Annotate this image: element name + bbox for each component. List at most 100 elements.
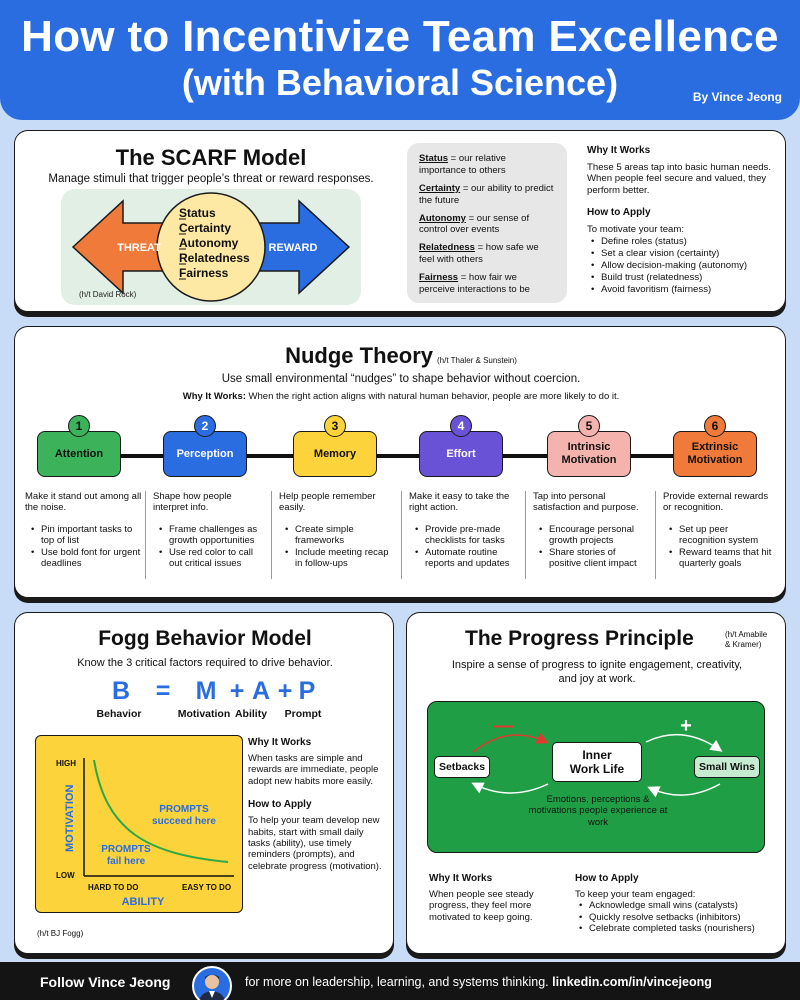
fogg-subtitle: Know the 3 critical factors required to … [77,657,333,669]
fogg-title: Fogg Behavior Model [98,627,312,650]
scarf-why-heading: Why It Works [587,145,651,156]
byline: By Vince Jeong [692,90,782,104]
step-number-4: 4 [450,415,472,437]
inner-work-life-box: Inner Work Life [552,742,642,782]
fogg-y-title: MOTIVATION [64,785,76,852]
scarf-apply-list: Define roles (status) Set a clear vision… [587,236,782,296]
nudge-step-list: Create simple frameworksInclude meeting … [279,524,391,570]
fogg-y-low: LOW [56,871,75,880]
linkedin-link[interactable]: linkedin.com/in/vincejeong [552,975,712,989]
scarf-diagram: THREAT REWARD Status Certainty Autonomy … [61,189,361,305]
nudge-step-box: Effort [419,431,503,477]
list-item: Frame challenges as growth opportunities [153,524,265,547]
nudge-why: Why It Works: When the right action alig… [182,391,620,402]
fogg-y-high: HIGH [56,759,76,768]
scarf-word-status: Status [179,206,216,220]
list-item: Pin important tasks to top of list [25,524,143,547]
fogg-fail-line2: fail here [107,856,146,867]
list-item: Acknowledge small wins (catalysts) [575,900,780,912]
nudge-step-list: Encourage personal growth projectsShare … [533,524,645,570]
fogg-x-title: ABILITY [122,896,165,908]
fogg-credit: (h/t BJ Fogg) [37,929,84,938]
person-icon [199,974,225,1000]
progress-why-text: When people see steady progress, they fe… [429,889,534,923]
progress-card: The Progress Principle (h/t Amabile & Kr… [406,612,786,954]
nudge-step-description: Make it easy to take the right action. [409,491,510,514]
fogg-success-line2: succeed here [152,816,216,827]
list-item: Avoid favoritism (fairness) [587,284,782,296]
footer-text: for more on leadership, learning, and sy… [245,975,712,989]
step-number-5: 5 [578,415,600,437]
eq-label-prompt: Prompt [284,708,322,720]
list-item: Share stories of positive client impact [533,547,645,570]
nudge-timeline [55,454,755,458]
small-wins-box: Small Wins [694,756,760,778]
page-title: How to Incentivize Team Excellence [21,12,779,61]
wins-arrow-bottom [647,783,721,798]
step-number-1: 1 [68,415,90,437]
plus-sign: + [680,715,692,737]
fogg-why-heading: Why It Works [248,737,312,748]
eq-m: M [195,677,217,705]
progress-credit: (h/t Amabile & Kramer) [725,630,768,649]
def-status: Status = our relative importance to othe… [419,153,506,176]
scarf-arrows: THREAT REWARD Status Certainty Autonomy … [71,192,351,302]
fogg-chart: HIGH LOW HARD TO DO EASY TO DO MOTIVATIO… [35,735,243,913]
fogg-x-left: HARD TO DO [88,883,139,892]
footer: Follow Vince Jeong for more on leadershi… [0,962,800,1000]
nudge-step-box: Intrinsic Motivation [547,431,631,477]
reward-label: REWARD [269,242,318,254]
eq-a: A [251,677,271,705]
fogg-apply-text: To help your team develop new habits, st… [248,815,382,872]
nudge-step-column: Shape how people interpret info.Frame ch… [145,491,265,579]
nudge-card: Nudge Theory(h/t Thaler & Sunstein) Use … [14,326,786,598]
fogg-card: Fogg Behavior Model Know the 3 critical … [14,612,394,954]
nudge-step-description: Help people remember easily. [279,491,376,514]
nudge-step-box: Memory [293,431,377,477]
fogg-success-line1: PROMPTS [159,804,209,815]
scarf-subtitle: Manage stimuli that trigger people’s thr… [48,173,374,185]
list-item: Automate routine reports and updates [409,547,521,570]
step-number-3: 3 [324,415,346,437]
nudge-step-list: Pin important tasks to top of listUse bo… [25,524,143,570]
scarf-word-autonomy: Autonomy [179,236,239,250]
list-item: Use red color to call out critical issue… [153,547,265,570]
progress-why-heading: Why It Works [429,873,493,884]
page-subtitle: (with Behavioral Science) [181,62,619,103]
scarf-title: The SCARF Model [115,145,307,170]
eq-b: B [111,677,131,705]
step-number-6: 6 [704,415,726,437]
fogg-fail-line1: PROMPTS [101,844,151,855]
eq-label-ability: Ability [234,708,268,720]
nudge-step-description: Make it stand out among all the noise. [25,491,142,514]
scarf-card: The SCARF Model Manage stimuli that trig… [14,130,786,312]
nudge-subtitle: Use small environmental “nudges” to shap… [221,373,581,385]
setback-arrow-top [472,732,549,753]
fogg-x-right: EASY TO DO [182,883,231,892]
avatar [192,966,232,1000]
nudge-credit: (h/t Thaler & Sunstein) [437,356,517,365]
inner-work-life-description: Emotions, perceptions & motivations peop… [528,794,668,828]
progress-title: The Progress Principle [465,627,694,650]
fogg-why-text: When tasks are simple and rewards are im… [248,753,379,787]
list-item: Build trust (relatedness) [587,272,782,284]
list-item: Set up peer recognition system [663,524,775,547]
list-item: Celebrate completed tasks (nourishers) [575,923,780,935]
scarf-why-text: These 5 areas tap into basic human needs… [587,161,771,197]
scarf-apply-intro: To motivate your team: [587,223,685,235]
fogg-explainer: Why It Works When tasks are simple and r… [248,737,388,872]
scarf-credit: (h/t David Rock) [79,290,137,299]
scarf-explainer: Why It Works These 5 areas tap into basi… [587,145,782,296]
list-item: Create simple frameworks [279,524,391,547]
fogg-curve-chart: HIGH LOW HARD TO DO EASY TO DO MOTIVATIO… [56,758,234,908]
scarf-circle [156,192,266,302]
nudge-step-list: Provide pre-made checklists for tasksAut… [409,524,521,570]
progress-arrows: — + [471,715,723,798]
nudge-title: Nudge Theory(h/t Thaler & Sunstein) [285,343,517,368]
scarf-word-fairness: Fairness [179,266,229,280]
list-item: Reward teams that hit quarterly goals [663,547,775,570]
def-relatedness: Relatedness = how safe we feel with othe… [419,242,539,266]
progress-why: Why It Works When people see steady prog… [429,873,559,923]
eq-label-motivation: Motivation [177,708,231,720]
list-item: Allow decision-making (autonomy) [587,260,782,272]
